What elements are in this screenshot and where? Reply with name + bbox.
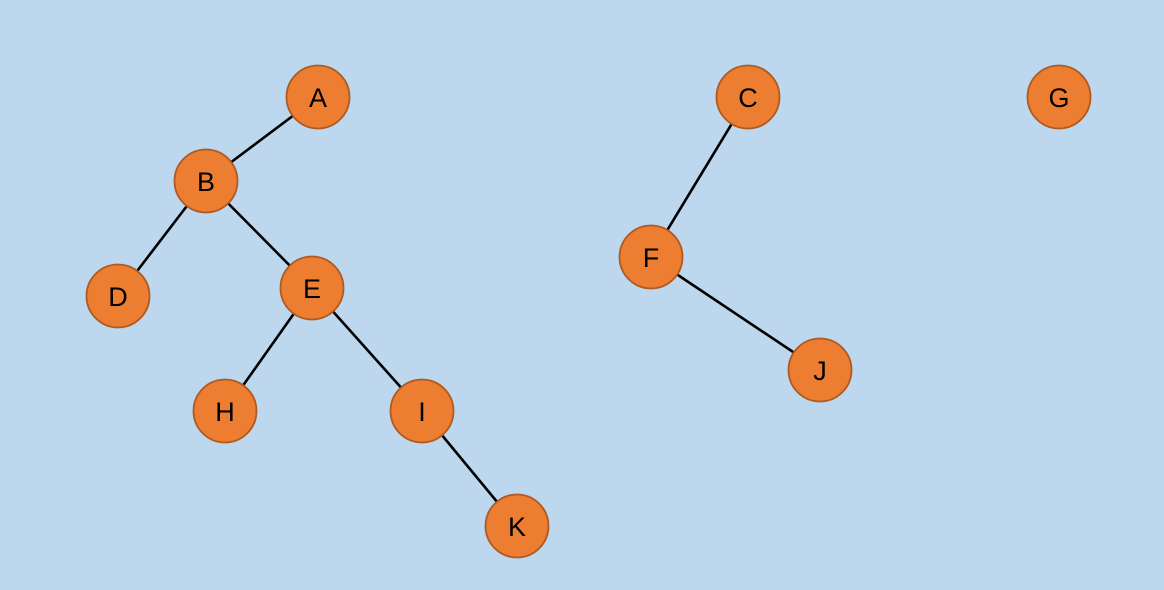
node-i: I <box>389 378 455 444</box>
edge-f-j <box>650 255 821 372</box>
node-circle-e <box>279 255 345 321</box>
node-label-f: F <box>643 243 660 273</box>
node-circle-k <box>484 493 550 559</box>
node-j: J <box>787 337 853 403</box>
node-k: K <box>484 493 550 559</box>
node-circle-f <box>618 224 684 290</box>
node-label-e: E <box>303 274 321 304</box>
node-label-i: I <box>418 397 426 427</box>
node-d: D <box>85 263 151 329</box>
node-circle-b <box>173 148 239 214</box>
node-e: E <box>279 255 345 321</box>
node-circle-a <box>285 64 351 130</box>
node-c: C <box>715 64 781 130</box>
node-circle-h <box>192 378 258 444</box>
nodes-layer: A B C D E F G H I J K <box>85 64 1092 559</box>
node-label-c: C <box>738 83 758 113</box>
node-label-h: H <box>215 397 235 427</box>
node-b: B <box>173 148 239 214</box>
node-label-k: K <box>508 512 526 542</box>
node-h: H <box>192 378 258 444</box>
node-circle-j <box>787 337 853 403</box>
node-circle-d <box>85 263 151 329</box>
node-f: F <box>618 224 684 290</box>
node-circle-c <box>715 64 781 130</box>
node-circle-g <box>1026 64 1092 130</box>
node-label-a: A <box>309 83 327 113</box>
node-label-d: D <box>108 282 128 312</box>
node-circle-i <box>389 378 455 444</box>
node-label-j: J <box>813 356 827 386</box>
node-label-b: B <box>197 167 215 197</box>
node-label-g: G <box>1048 83 1069 113</box>
node-g: G <box>1026 64 1092 130</box>
node-a: A <box>285 64 351 130</box>
